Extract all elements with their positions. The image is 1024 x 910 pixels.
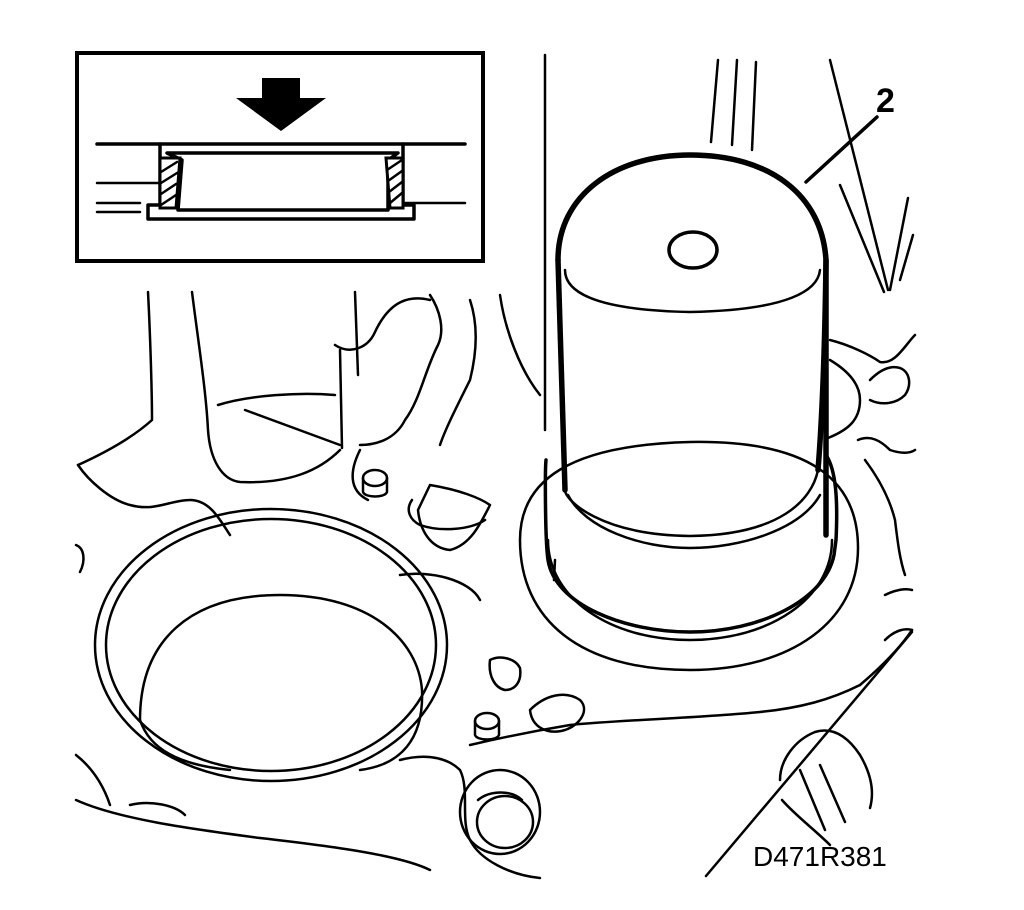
inset-detail	[75, 51, 485, 263]
callout-label-tool: 2	[876, 82, 895, 120]
seal-seat	[518, 440, 860, 672]
seal-section-right	[384, 156, 405, 210]
housing-casting	[74, 53, 917, 880]
tool-center-hole	[667, 230, 719, 270]
arrow-down-icon	[236, 78, 326, 131]
seal-section-left	[158, 156, 182, 210]
figure-code: D471R381	[753, 841, 887, 872]
drain-hole	[458, 768, 542, 856]
installer-tool	[518, 115, 879, 672]
bore-left	[93, 507, 449, 783]
locating-pin-2	[473, 711, 501, 741]
locating-pin-1	[361, 468, 389, 498]
tool-body	[555, 152, 829, 538]
callout-leader	[804, 115, 879, 184]
